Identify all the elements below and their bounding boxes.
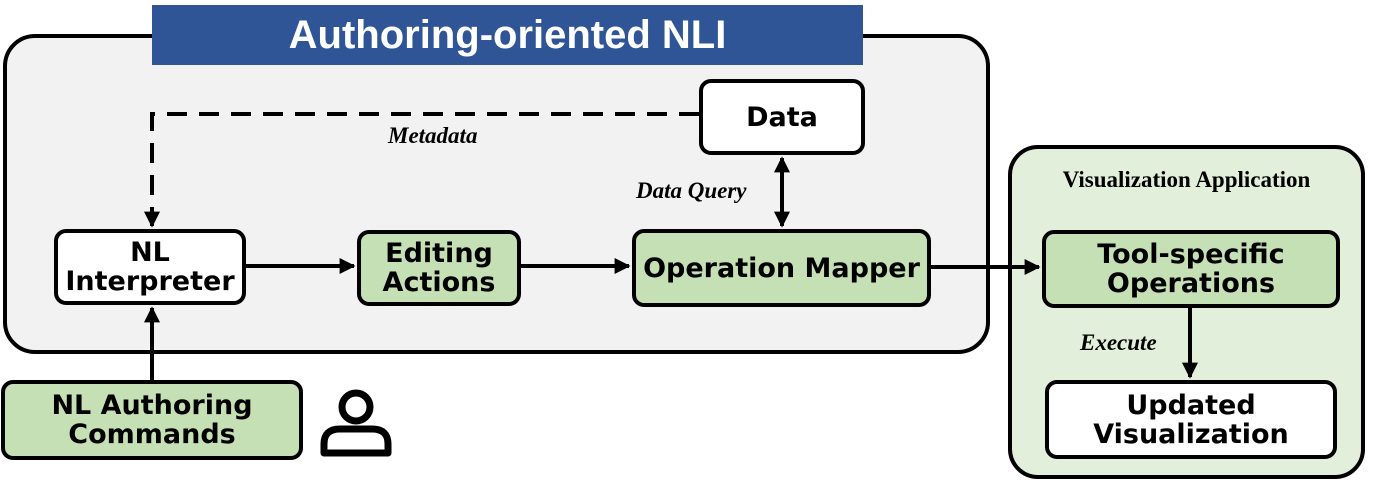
operation-mapper-label: Operation Mapper [643,252,920,284]
metadata-dashed-edge [144,112,699,228]
nli-title-banner: Authoring-oriented NLI [152,5,863,65]
operation-mapper-node: Operation Mapper [632,229,931,307]
visualization-application-title: Visualization Application [1062,167,1311,192]
banner-title: Authoring-oriented NLI [288,12,727,57]
data-query-edge-label: Data Query [636,178,747,203]
execute-edge-label: Execute [1080,330,1157,355]
nl-authoring-commands-node: NL Authoring Commands [1,380,303,460]
editing-actions-node: Editing Actions [357,230,521,306]
updated-visualization-label: Updated Visualization [1093,389,1289,450]
tool-specific-operations-node: Tool-specific Operations [1042,230,1340,308]
user-icon [320,389,392,457]
nl-interpreter-label: NL Interpreter [65,237,235,297]
nl-interpreter-node: NL Interpreter [54,229,246,305]
updated-visualization-node: Updated Visualization [1045,380,1337,459]
data-node-label: Data [746,101,818,133]
nl-authoring-commands-label: NL Authoring Commands [51,390,253,450]
metadata-edge-label: Metadata [388,123,478,148]
editing-actions-label: Editing Actions [382,238,496,298]
data-node: Data [699,79,865,155]
tool-specific-operations-label: Tool-specific Operations [1097,239,1285,299]
